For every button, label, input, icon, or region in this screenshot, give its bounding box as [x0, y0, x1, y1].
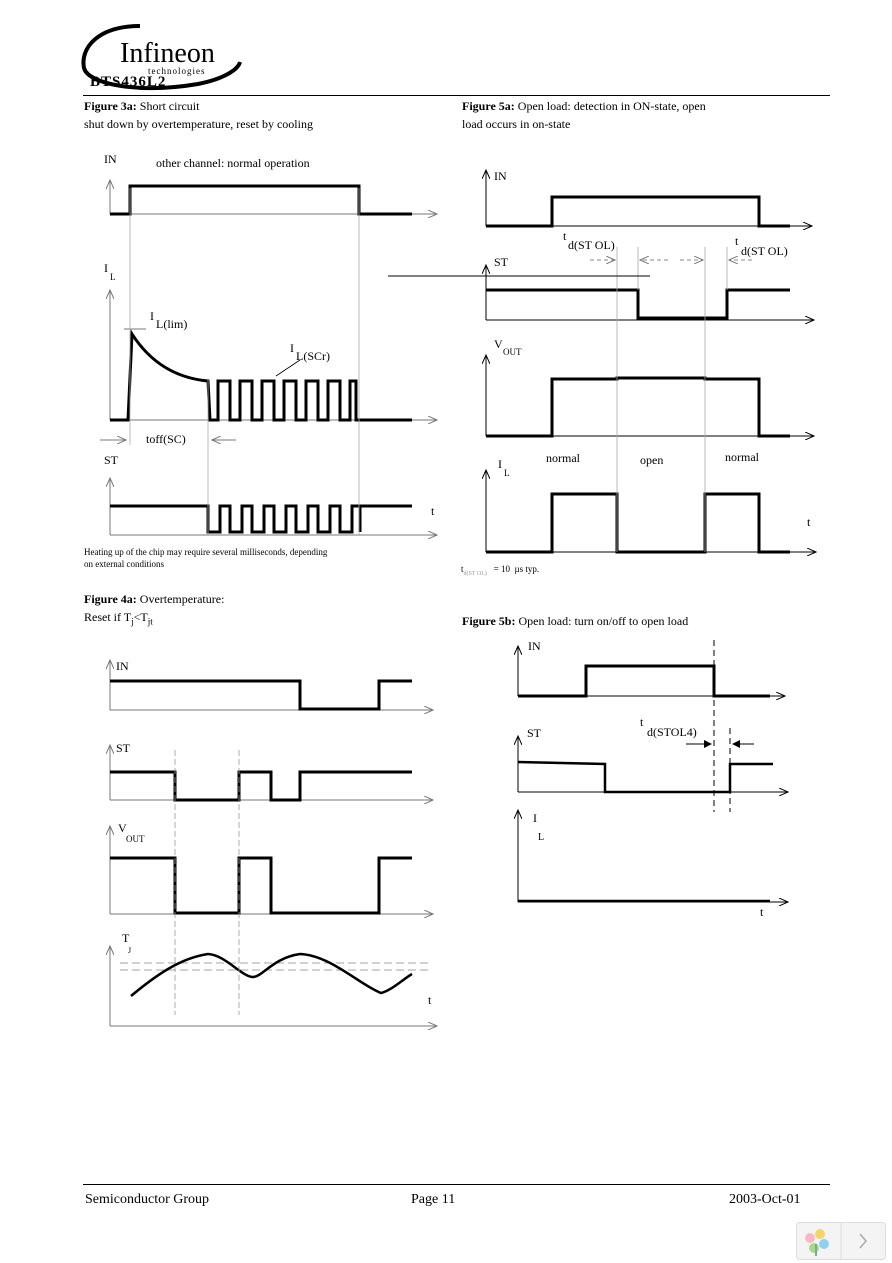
fig5a-normal1-label: normal	[546, 451, 581, 465]
footer-date: 2003-Oct-01	[729, 1192, 801, 1207]
fig5a-td2-label: t	[735, 234, 739, 248]
fig4a-tj-sub: J	[128, 946, 131, 955]
fig3a-ilscr-label: I	[290, 341, 294, 355]
infineon-logo: Infineon technologies	[81, 24, 242, 90]
fig3a-caption: Figure 3a: Short circuit shut down by ov…	[84, 99, 313, 131]
fig5a-vout-label: V	[494, 337, 503, 351]
fig5a-t-label: t	[807, 515, 811, 529]
footer-page: Page 11	[411, 1192, 456, 1207]
fig3a-il-label: I	[104, 261, 108, 275]
page-corner-widget[interactable]	[796, 1222, 886, 1260]
fig5b-il-label: I	[533, 811, 537, 825]
fig3a-il-sub: L	[110, 272, 116, 282]
chevron-right-icon[interactable]	[859, 1233, 867, 1249]
fig4a-vout-label: V	[118, 821, 127, 835]
fig5a-il-label: I	[498, 457, 502, 471]
fig3a-st-label: ST	[104, 453, 119, 467]
fig5b-t-label: t	[760, 905, 764, 919]
fig5a-caption: Figure 5a: Open load: detection in ON-st…	[462, 99, 706, 131]
fig4a-t-label: t	[428, 993, 432, 1007]
fig3a-diagram	[100, 180, 437, 535]
fig4a-tj-label: T	[122, 931, 130, 945]
fig5a-td2-sub: d(ST OL)	[741, 244, 788, 258]
fig3a-illim-sub: L(lim)	[156, 317, 187, 331]
fig4a-st-label: ST	[116, 741, 131, 755]
fig5a-normal2-label: normal	[725, 450, 760, 464]
fig4a-diagram	[110, 660, 437, 1026]
fig5a-in-label: IN	[494, 169, 507, 183]
fig5a-il-sub: L	[504, 468, 510, 478]
fig4a-in-label: IN	[116, 659, 129, 673]
fig3a-note: Heating up of the chip may require sever…	[84, 547, 328, 569]
footer-company: Semiconductor Group	[85, 1192, 210, 1207]
fig5b-td-label: t	[640, 715, 644, 729]
fig3a-in-label: IN	[104, 152, 117, 166]
brand-name: Infineon	[120, 38, 215, 69]
fig5a-note: td(ST OL) = 10 µs typ.	[461, 564, 540, 577]
fig3a-other-label: other channel: normal operation	[156, 156, 310, 170]
fig5a-td1-sub: d(ST OL)	[568, 238, 615, 252]
fig3a-toff-label: toff(SC)	[146, 432, 186, 446]
fig5b-il-sub: L	[538, 832, 544, 843]
fig5b-st-label: ST	[527, 726, 542, 740]
fig5b-in-label: IN	[528, 639, 541, 653]
part-number: BTS436L2	[90, 74, 167, 90]
fig5a-td1-label: t	[563, 229, 567, 243]
top-rule	[83, 95, 830, 96]
fig5a-st-label: ST	[494, 255, 509, 269]
fig4a-vout-sub: OUT	[126, 834, 145, 844]
fig5a-diagram	[388, 170, 816, 552]
fig5a-open-label: open	[640, 453, 663, 467]
footer-rule	[83, 1184, 830, 1185]
fig5a-vout-sub: OUT	[503, 347, 522, 357]
fig4a-caption: Figure 4a: Overtemperature: Reset if Tj<…	[84, 592, 225, 627]
fig3a-ilscr-sub: L(SCr)	[296, 349, 330, 363]
fig5b-caption: Figure 5b: Open load: turn on/off to ope…	[462, 614, 689, 628]
fig5b-diagram	[518, 640, 788, 902]
brand-sub: technologies	[148, 66, 206, 76]
flower-icon	[805, 1229, 829, 1256]
fig3a-illim-label: I	[150, 309, 154, 323]
fig5b-td-sub: d(STOL4)	[647, 725, 697, 739]
fig3a-t-label: t	[431, 504, 435, 518]
